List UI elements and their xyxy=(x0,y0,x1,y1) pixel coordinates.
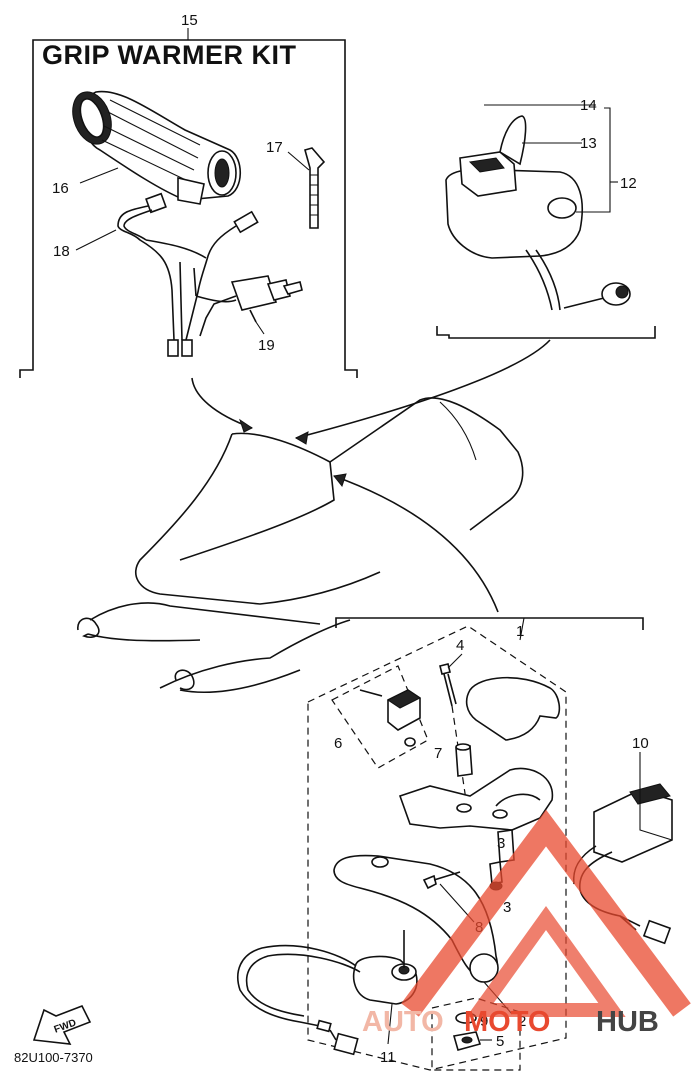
part-4-screw xyxy=(439,663,467,801)
lever-end-ball xyxy=(469,953,499,983)
watermark-text-auto: AUTO xyxy=(362,1006,444,1038)
callout-5: 5 xyxy=(496,1033,504,1050)
part-8-screw xyxy=(422,871,461,890)
assembly-top-bracket xyxy=(335,617,644,630)
callout-14: 14 xyxy=(580,97,597,114)
pointer-arrow-housing xyxy=(295,339,551,439)
housing-screw-part xyxy=(547,197,577,219)
leader-4 xyxy=(447,653,463,669)
part-7-collar xyxy=(455,743,473,777)
callout-11: 11 xyxy=(380,1049,396,1066)
diagram-code: 82U100-7370 xyxy=(14,1050,93,1065)
leader-11 xyxy=(387,1003,393,1045)
pointer-arrow-kit xyxy=(191,377,253,429)
callout-2: 2 xyxy=(518,1013,526,1030)
callout-12: 12 xyxy=(620,175,637,192)
heater-switch-part xyxy=(199,275,303,337)
leader-19 xyxy=(255,321,265,335)
housing-cable xyxy=(525,249,553,311)
callout-16: 16 xyxy=(52,180,69,197)
callout-9: 9 xyxy=(480,1013,488,1030)
kit-box-outline xyxy=(19,39,358,378)
leader-18 xyxy=(75,229,117,251)
housing-bracket xyxy=(436,326,656,339)
leader-12-bracket xyxy=(576,107,611,213)
grip-warmer-kit-group: GRIP WARMER KIT 15 16 17 xyxy=(19,12,358,378)
fwd-arrow: FWD xyxy=(32,1004,92,1045)
lever-bracket-part xyxy=(398,767,554,831)
throttle-lever-part xyxy=(499,115,527,166)
callout-1: 1 xyxy=(516,623,524,640)
throttle-housing-group: 14 13 12 xyxy=(436,97,656,339)
throttle-sensor-part xyxy=(237,930,418,1056)
callout-3a: 3 xyxy=(497,835,505,852)
callout-18: 18 xyxy=(53,243,70,260)
leader-17 xyxy=(287,151,310,171)
pointer-arrow-assembly xyxy=(333,475,499,613)
kit-title: GRIP WARMER KIT xyxy=(42,40,297,70)
watermark-text-moto: MOTO xyxy=(464,1006,550,1038)
callout-13: 13 xyxy=(580,135,597,152)
wire-harness-part xyxy=(117,192,259,357)
leader-16 xyxy=(79,167,119,184)
callout-17: 17 xyxy=(266,139,283,156)
callout-19: 19 xyxy=(258,337,275,354)
subgroup-6-boundary xyxy=(331,665,429,769)
switch-block-part xyxy=(459,151,517,197)
grip-heater-part xyxy=(72,90,241,205)
callout-4: 4 xyxy=(456,637,464,654)
callout-15: 15 xyxy=(181,12,198,29)
part-3-bolts xyxy=(489,829,515,891)
callout-3b: 3 xyxy=(503,899,511,916)
lever-cover-part xyxy=(465,676,561,741)
subgroup-9-boundary xyxy=(431,997,521,1071)
callout-7: 7 xyxy=(434,745,442,762)
part-6-block xyxy=(359,689,421,747)
lever-assembly-group: 1 6 4 7 xyxy=(237,617,673,1071)
assembly-dashed-boundary xyxy=(307,625,567,1071)
cable-tie-part xyxy=(304,147,326,229)
watermark-logo: AUTO MOTO HUB xyxy=(362,809,691,1038)
watermark-text-hub: HUB xyxy=(596,1006,659,1038)
callout-10: 10 xyxy=(632,735,649,752)
snowmobile-outline xyxy=(77,397,524,694)
leader-1 xyxy=(519,617,525,641)
callout-6: 6 xyxy=(334,735,342,752)
part-5-nut xyxy=(452,1031,482,1051)
